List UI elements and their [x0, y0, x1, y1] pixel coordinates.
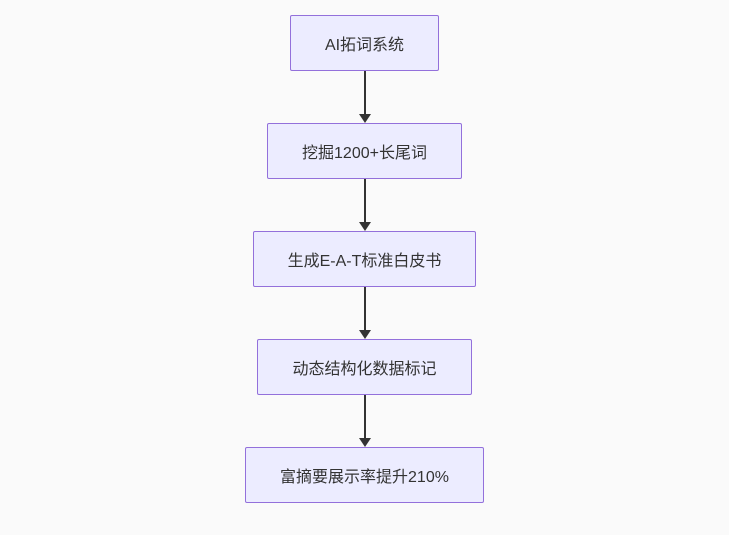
flow-node-eat-whitepaper: 生成E-A-T标准白皮书 — [252, 231, 477, 287]
flow-node-label: 生成E-A-T标准白皮书 — [287, 253, 442, 270]
flow-node-label: 动态结构化数据标记 — [292, 361, 437, 378]
arrow-down-icon — [358, 114, 371, 123]
flow-node-label: 富摘要展示率提升210% — [280, 469, 449, 486]
flow-arrow-4 — [358, 395, 371, 447]
flow-node-label: 挖掘1200+长尾词 — [302, 145, 427, 162]
arrow-shaft — [363, 287, 366, 330]
flow-arrow-2 — [358, 179, 371, 231]
arrow-shaft — [363, 179, 366, 222]
arrow-shaft — [363, 395, 366, 438]
flow-arrow-1 — [358, 71, 371, 123]
flow-arrow-3 — [358, 287, 371, 339]
flow-node-structured-data-markup: 动态结构化数据标记 — [257, 339, 472, 395]
arrow-down-icon — [358, 438, 371, 447]
flow-node-ai-keyword-system: AI拓词系统 — [289, 15, 440, 71]
flow-node-rich-snippet-rate: 富摘要展示率提升210% — [245, 447, 484, 503]
flow-node-label: AI拓词系统 — [324, 37, 405, 54]
arrow-shaft — [363, 71, 366, 114]
flow-node-longtail-mining: 挖掘1200+长尾词 — [267, 123, 462, 179]
arrow-down-icon — [358, 330, 371, 339]
arrow-down-icon — [358, 222, 371, 231]
